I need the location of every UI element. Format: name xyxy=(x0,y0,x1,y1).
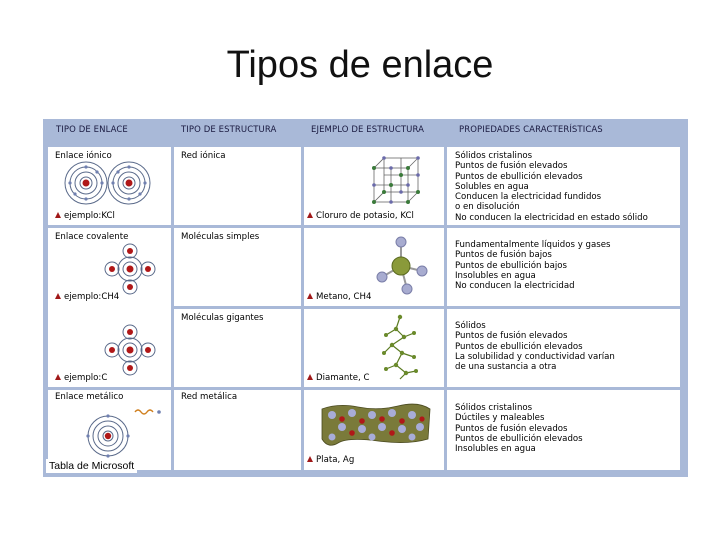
triangle-icon xyxy=(307,374,313,380)
row4-estructura-cell xyxy=(174,390,301,470)
row4-estructura-label: Red metálica xyxy=(181,392,238,402)
header-propiedades: PROPIEDADES CARACTERÍSTICAS xyxy=(459,125,603,135)
row1-enlace-label: Enlace iónico xyxy=(55,151,112,161)
triangle-icon xyxy=(307,456,313,462)
row3-properties: Sólidos Puntos de fusión elevados Puntos… xyxy=(455,321,615,373)
carbon-atoms-icon xyxy=(104,324,156,376)
slide-title: Tipos de enlace xyxy=(226,44,494,86)
metallic-bond-atom-icon xyxy=(86,409,161,458)
row4-propiedades-cell xyxy=(447,390,680,470)
row4-enlace-cell xyxy=(48,390,171,470)
row3-ejemplo-cell xyxy=(304,309,444,387)
triangle-icon xyxy=(307,293,313,299)
row3-example-caption: Diamante, C xyxy=(307,373,369,383)
row3-enlace-example: ejemplo:C xyxy=(55,373,107,383)
row3-propiedades-cell xyxy=(447,309,680,387)
row1-propiedades-cell xyxy=(447,147,680,225)
triangle-icon xyxy=(55,212,61,218)
kcl-lattice-icon xyxy=(372,156,420,204)
header-tipo-estructura: TIPO DE ESTRUCTURA xyxy=(181,125,277,135)
silver-lattice-icon xyxy=(321,403,431,446)
row2-enlace-cell xyxy=(48,228,171,387)
header-ejemplo-estructura: EJEMPLO DE ESTRUCTURA xyxy=(311,125,425,135)
diamond-structure-icon xyxy=(382,314,418,380)
row2-example-caption: Metano, CH4 xyxy=(307,292,371,302)
row2-enlace-example: ejemplo:CH4 xyxy=(55,292,119,302)
row2-properties: Fundamentalmente líquidos y gases Puntos… xyxy=(455,240,611,292)
row4-enlace-label: Enlace metálico xyxy=(55,392,124,402)
row3-estructura-cell xyxy=(174,309,301,387)
row1-properties: Sólidos cristalinos Puntos de fusión ele… xyxy=(455,151,648,223)
row2-estructura-cell xyxy=(174,228,301,306)
table-caption: Tabla de Microsoft xyxy=(46,459,138,473)
ionic-bond-atoms-icon xyxy=(64,161,151,205)
covalent-ch4-atoms-icon xyxy=(104,243,156,295)
row2-enlace-label: Enlace covalente xyxy=(55,232,129,242)
methane-molecule-icon xyxy=(376,236,428,295)
row3-estructura-label: Moléculas gigantes xyxy=(181,313,264,323)
row1-enlace-cell xyxy=(48,147,171,225)
row1-enlace-example: ejemplo:KCl xyxy=(55,211,115,221)
row1-estructura-cell xyxy=(174,147,301,225)
row4-example-caption: Plata, Ag xyxy=(307,455,354,465)
triangle-icon xyxy=(307,212,313,218)
header-tipo-enlace: TIPO DE ENLACE xyxy=(56,125,128,135)
row4-properties: Sólidos cristalinos Dúctiles y maleables… xyxy=(455,403,583,455)
row2-propiedades-cell xyxy=(447,228,680,306)
row1-example-caption: Cloruro de potasio, KCl xyxy=(307,211,414,221)
row2-estructura-label: Moléculas simples xyxy=(181,232,260,242)
triangle-icon xyxy=(55,374,61,380)
bond-types-table: TIPO DE ENLACE TIPO DE ESTRUCTURA EJEMPL… xyxy=(43,119,688,477)
row1-estructura-label: Red iónica xyxy=(181,151,226,161)
triangle-icon xyxy=(55,293,61,299)
